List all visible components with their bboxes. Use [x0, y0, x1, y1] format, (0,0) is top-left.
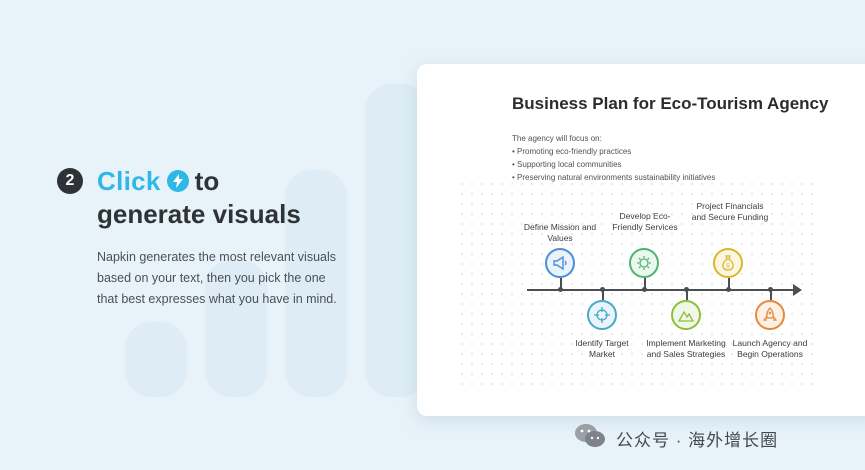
background-bar	[365, 84, 427, 397]
megaphone-icon	[545, 248, 575, 278]
milestone-dot	[558, 287, 563, 292]
card-title: Business Plan for Eco-Tourism Agency	[512, 94, 829, 113]
milestone-label: Launch Agency and Begin Operations	[732, 338, 808, 359]
milestone-dot	[642, 287, 647, 292]
background-bar	[125, 322, 187, 397]
milestone-label: Develop Eco-Friendly Services	[612, 211, 678, 232]
headline-line1: 2 Click to	[57, 165, 357, 197]
milestone-stem	[602, 290, 604, 300]
milestone-dot	[600, 287, 605, 292]
bullet-item: Promoting eco-friendly practices	[512, 145, 715, 158]
to-word: to	[194, 165, 220, 196]
step-number-badge: 2	[57, 168, 83, 194]
lightning-icon	[166, 170, 189, 192]
milestone-stem	[560, 278, 562, 289]
hero-section: 2 Click to generate visuals Napkin gener…	[57, 165, 357, 310]
bullet-list: Promoting eco-friendly practices Support…	[512, 145, 715, 184]
timeline-axis	[527, 289, 797, 291]
milestone-label: Identify Target Market	[575, 338, 629, 359]
milestone-label: Define Mission and Values	[523, 222, 597, 243]
wechat-watermark: 公众号 · 海外增长圈	[574, 423, 778, 454]
milestone-dot	[768, 287, 773, 292]
mountain-icon	[671, 300, 701, 330]
visual-preview-card[interactable]: Business Plan for Eco-Tourism Agency The…	[417, 64, 865, 416]
intro-text: The agency will focus on:	[512, 134, 602, 143]
milestone-stem	[686, 290, 688, 300]
headline-line2: generate visuals	[97, 199, 301, 229]
target-icon	[587, 300, 617, 330]
milestone-stem	[728, 278, 730, 289]
money-bag-icon: $	[713, 248, 743, 278]
card-intro: The agency will focus on: Promoting eco-…	[512, 132, 715, 184]
hero-description: Napkin generates the most relevant visua…	[97, 250, 337, 306]
milestone-label: Project Financials and Secure Funding	[691, 201, 769, 222]
background-bar	[205, 260, 267, 397]
bullet-item: Preserving natural environments sustaina…	[512, 171, 715, 184]
click-word: Click	[97, 165, 161, 196]
eco-gear-icon	[629, 248, 659, 278]
milestone-dot	[684, 287, 689, 292]
wechat-icon	[574, 423, 606, 454]
background-bar	[285, 170, 347, 397]
milestone-stem	[770, 290, 772, 300]
dot-grid-background	[457, 179, 817, 389]
svg-text:$: $	[726, 263, 730, 270]
milestone-dot	[726, 287, 731, 292]
watermark-text: 公众号 · 海外增长圈	[616, 431, 779, 450]
milestone-label: Implement Marketing and Sales Strategies	[646, 338, 726, 359]
milestone-stem	[644, 278, 646, 289]
rocket-icon	[755, 300, 785, 330]
bullet-item: Supporting local communities	[512, 158, 715, 171]
timeline-arrow-icon	[793, 284, 802, 296]
